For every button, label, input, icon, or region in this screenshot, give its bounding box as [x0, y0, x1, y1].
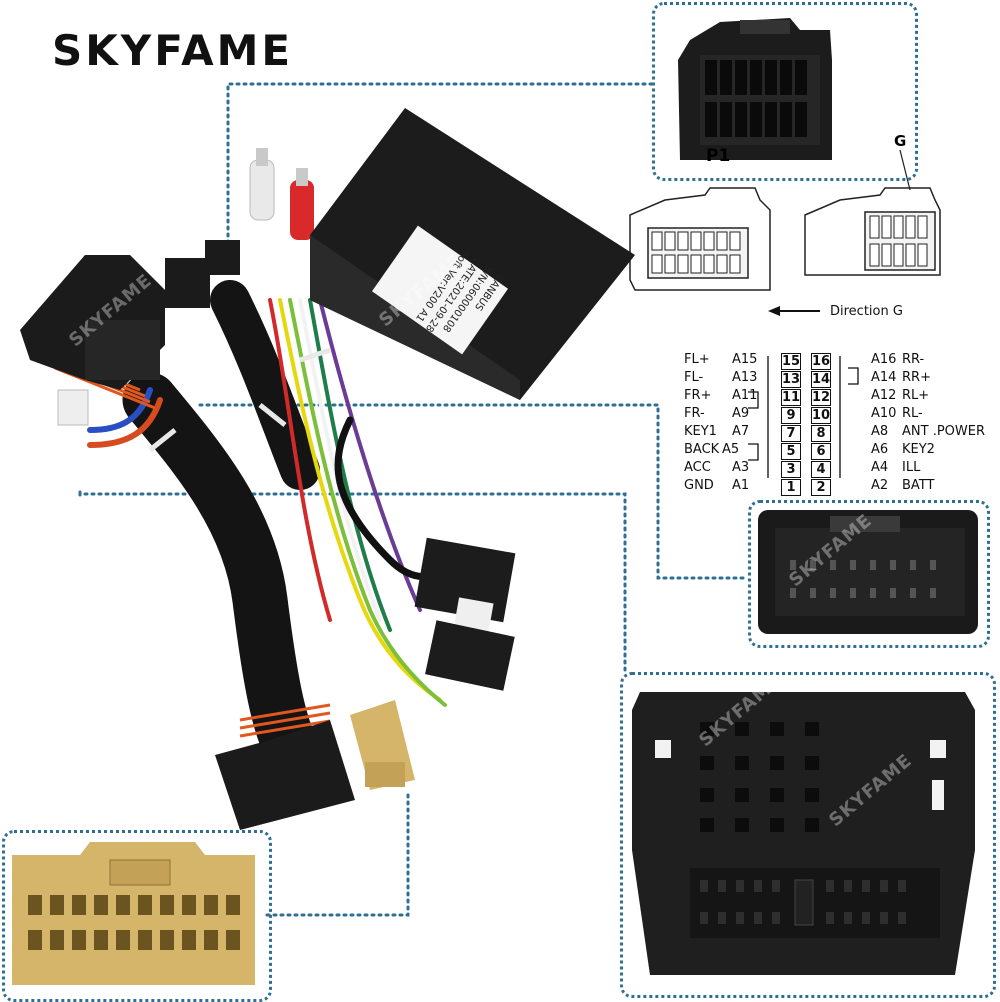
canbus-decoder [310, 108, 635, 400]
pin-right-number: 10 [811, 407, 831, 424]
pin-right-name: RR- [902, 352, 925, 367]
pin-right-number: 14 [811, 371, 831, 388]
pin-right-number: 4 [811, 461, 831, 478]
pin-left-name: BACK [684, 442, 720, 457]
pin-right-name: KEY2 [902, 442, 935, 457]
pin-left-number: 15 [781, 353, 801, 370]
direction-label: Direction G [830, 304, 903, 319]
pin-left-number: 7 [781, 425, 801, 442]
pinout-brackets [748, 356, 859, 478]
direction-arrow [768, 306, 820, 316]
pcb-connector-frame [748, 500, 990, 648]
rca-plugs [249, 148, 314, 240]
pin-left-code: A7 [732, 424, 750, 439]
pin-right-number: 2 [811, 479, 831, 496]
pin-right-name: ILL [902, 460, 921, 475]
p1-label: P1 [706, 146, 731, 166]
pin-left-number: 9 [781, 407, 801, 424]
pin-left-name: FR+ [684, 388, 712, 403]
car-connector-frame [620, 672, 996, 998]
leader-line-p1 [226, 82, 654, 257]
pin-right-number: 16 [811, 353, 831, 370]
tan-connector [12, 842, 255, 985]
pin-left-code: A3 [732, 460, 750, 475]
pin-right-code: A8 [871, 424, 889, 439]
leader-line-car [78, 490, 627, 674]
pin-right-name: RL- [902, 406, 923, 421]
pin-right-code: A4 [871, 460, 889, 475]
pin-right-code: A10 [871, 406, 897, 421]
leader-line-tan [264, 793, 410, 917]
pin-left-code: A15 [732, 352, 758, 367]
p1-connector [678, 18, 832, 160]
pin-left-code: A1 [732, 478, 750, 493]
pin-left-number: 1 [781, 479, 801, 496]
pin-left-name: ACC [684, 460, 711, 475]
pin-right-code: A14 [871, 370, 897, 385]
pin-left-name: KEY1 [684, 424, 717, 439]
p1-connector-frame [652, 2, 918, 181]
pin-left-code: A13 [732, 370, 758, 385]
pin-right-number: 12 [811, 389, 831, 406]
pin-right-name: ANT .POWER [902, 424, 985, 439]
pin-right-name: RR+ [902, 370, 931, 385]
harness [20, 108, 635, 830]
pin-right-code: A12 [871, 388, 897, 403]
connector-line-drawing-right [804, 149, 941, 276]
pin-left-number: 11 [781, 389, 801, 406]
pin-right-code: A2 [871, 478, 889, 493]
pin-left-number: 5 [781, 443, 801, 460]
pin-left-name: FR- [684, 406, 705, 421]
pin-left-name: FL+ [684, 352, 710, 367]
leader-line-pcb [198, 403, 750, 580]
g-label: G [894, 132, 907, 150]
connector-line-drawing-left [629, 187, 771, 291]
pin-right-code: A16 [871, 352, 897, 367]
pin-left-number: 13 [781, 371, 801, 388]
brand-logo: SKYFAME [52, 26, 294, 75]
pin-right-number: 8 [811, 425, 831, 442]
pin-left-code: A11 [732, 388, 758, 403]
pin-right-name: RL+ [902, 388, 930, 403]
pin-left-name: GND [684, 478, 714, 493]
pin-right-name: BATT [902, 478, 935, 493]
pin-right-number: 6 [811, 443, 831, 460]
pin-left-code: A9 [732, 406, 750, 421]
pin-left-code: A5 [722, 442, 740, 457]
pin-left-number: 3 [781, 461, 801, 478]
pin-right-code: A6 [871, 442, 889, 457]
car-connector [632, 692, 975, 975]
pin-left-name: FL- [684, 370, 704, 385]
pcb-connector [758, 510, 978, 634]
